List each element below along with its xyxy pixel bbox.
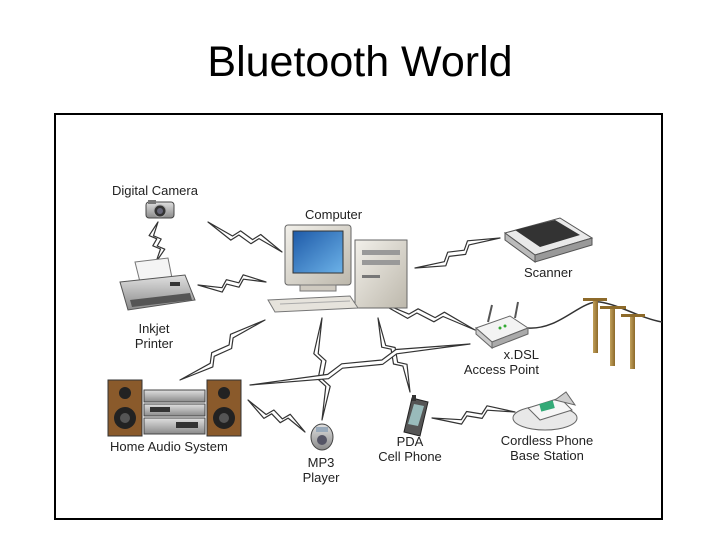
mp3-player-icon bbox=[310, 423, 334, 451]
wireless-link-computer-accesspoint bbox=[374, 299, 476, 331]
inkjet-printer-label-line2: Printer bbox=[134, 336, 174, 351]
inkjet-printer-icon bbox=[119, 257, 196, 311]
mp3-player-label-line1: MP3 bbox=[307, 455, 335, 470]
pda-label-line2: Cell Phone bbox=[378, 449, 442, 464]
access-point-icon bbox=[475, 301, 530, 350]
wireless-link-printer-computer bbox=[197, 274, 267, 293]
access-point-label: x.DSL Access Point bbox=[455, 347, 539, 377]
scanner-icon bbox=[503, 217, 594, 263]
home-audio-system-label: Home Audio System bbox=[110, 439, 228, 454]
mp3-player-label-line2: Player bbox=[302, 470, 340, 485]
slide-title: Bluetooth World bbox=[207, 38, 513, 86]
wireless-link-audio-accesspoint bbox=[249, 343, 471, 386]
scanner-label: Scanner bbox=[524, 265, 573, 280]
pda-label: PDA Cell Phone bbox=[374, 434, 446, 464]
pda-cell-phone-icon bbox=[403, 395, 429, 437]
inkjet-printer-label: Inkjet Printer bbox=[126, 321, 182, 351]
utility-pole-icon bbox=[583, 298, 645, 369]
access-point-label-line2: Access Point bbox=[463, 362, 539, 377]
wireless-link-pda-cordless bbox=[431, 405, 516, 425]
cordless-phone-label-line1: Cordless Phone bbox=[500, 433, 594, 448]
computer-icon bbox=[267, 224, 408, 313]
wireless-link-camera-printer bbox=[148, 221, 166, 263]
wireless-link-computer-audio bbox=[179, 319, 266, 381]
computer-label: Computer bbox=[305, 207, 363, 222]
digital-camera-label: Digital Camera bbox=[112, 183, 198, 198]
diagram-frame bbox=[54, 113, 663, 520]
cordless-phone-label-line2: Base Station bbox=[510, 448, 584, 463]
wireless-link-audio-mp3 bbox=[247, 399, 306, 433]
wireless-link-scanner-computer bbox=[414, 237, 501, 269]
inkjet-printer-label-line1: Inkjet bbox=[138, 321, 170, 336]
access-point-label-line1: x.DSL bbox=[503, 347, 539, 362]
home-audio-system-icon bbox=[107, 379, 242, 437]
wireless-links bbox=[148, 221, 516, 433]
wireless-link-computer-mp3 bbox=[313, 317, 331, 421]
wireless-link-camera-computer bbox=[207, 221, 283, 253]
digital-camera-icon bbox=[145, 200, 175, 219]
cordless-phone-label: Cordless Phone Base Station bbox=[496, 433, 598, 463]
mp3-player-label: MP3 Player bbox=[296, 455, 346, 485]
pda-label-line1: PDA bbox=[396, 434, 424, 449]
cordless-phone-icon bbox=[512, 391, 578, 431]
